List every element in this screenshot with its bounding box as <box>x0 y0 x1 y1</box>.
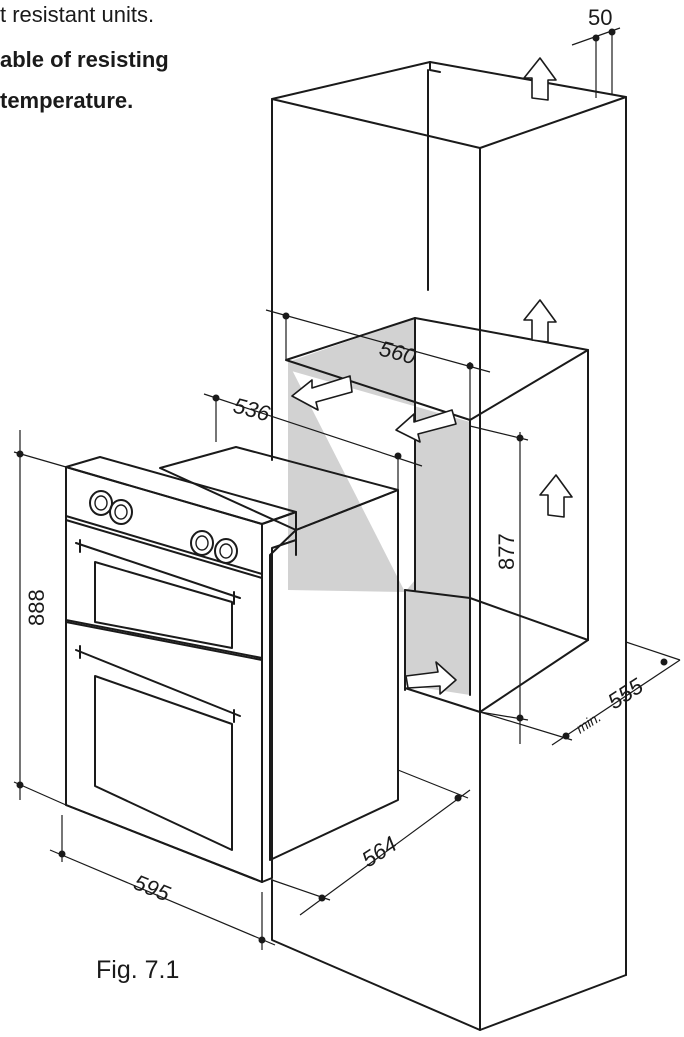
airflow-arrow-icon <box>523 57 557 101</box>
airflow-arrows <box>291 57 573 695</box>
warning-text-line-1: able of resisting <box>0 47 169 72</box>
knob-4[interactable] <box>214 538 238 564</box>
dimension-min-depth-value: 555 <box>603 673 648 714</box>
warning-text-line-2: temperature. <box>0 88 134 113</box>
dimension-body-depth-value: 536 <box>231 393 274 427</box>
dimension-cavity-height-value: 877 <box>494 533 519 570</box>
figure-caption: Fig. 7.1 <box>96 956 180 984</box>
oven-front <box>65 456 297 883</box>
oven-cavity <box>271 317 589 713</box>
cabinet-housing <box>271 61 627 1031</box>
top-oven-door[interactable] <box>65 519 263 659</box>
dimension-cavity-width: 560 <box>265 309 491 420</box>
dimension-top-gap: 50 <box>571 5 621 98</box>
airflow-arrow-icon <box>539 474 573 518</box>
dimension-min-depth-prefix: min. <box>573 709 604 737</box>
knob-3[interactable] <box>190 530 214 556</box>
dimension-cabinet-depth-value: 564 <box>357 831 401 872</box>
dimension-oven-height: 888 <box>13 430 67 806</box>
airflow-arrow-icon <box>291 375 353 411</box>
intro-text-line-1: t resistant units. <box>0 2 155 27</box>
airflow-arrow-icon <box>405 661 457 695</box>
knob-2[interactable] <box>109 499 133 525</box>
airflow-arrow-icon <box>395 409 457 443</box>
dimension-oven-width: 595 <box>49 815 276 950</box>
dimension-cabinet-depth: 564 <box>271 769 471 916</box>
knob-1[interactable] <box>89 490 113 516</box>
cavity-back-panel <box>288 318 470 695</box>
dimension-top-gap-value: 50 <box>588 5 612 30</box>
dimension-oven-width-value: 595 <box>130 869 174 906</box>
bottom-oven-door[interactable] <box>65 621 263 883</box>
dimension-cavity-height: 877 <box>469 425 529 744</box>
airflow-arrow-icon <box>523 299 557 343</box>
dimension-oven-height-value: 888 <box>24 589 49 626</box>
dimension-min-depth: min. 555 <box>479 641 681 746</box>
